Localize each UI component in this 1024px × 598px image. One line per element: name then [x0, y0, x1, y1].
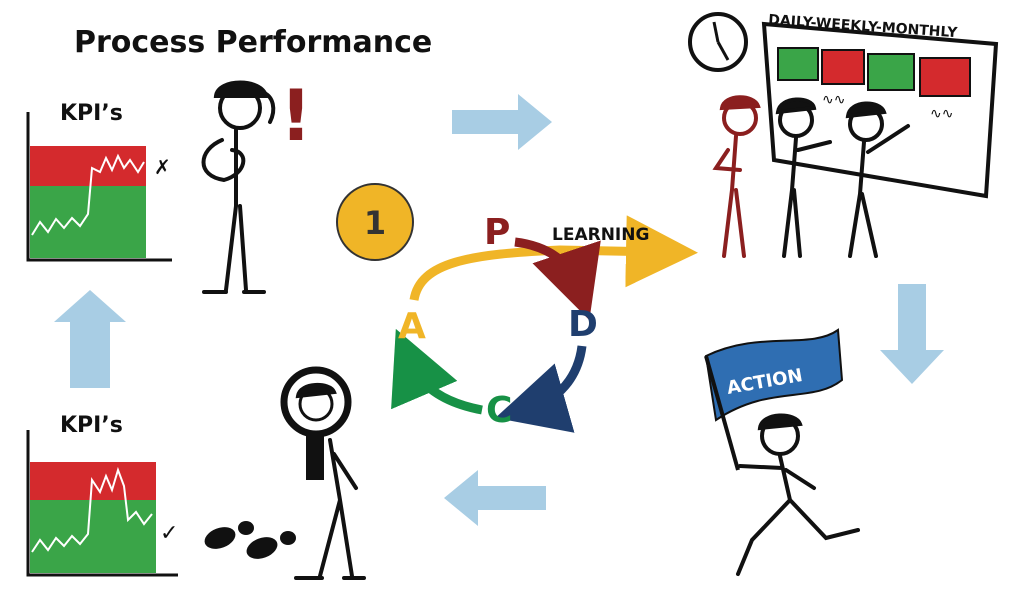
investigator-person: [284, 370, 364, 578]
board-scribble-1: ∿∿: [822, 92, 845, 108]
team-person-red: [716, 97, 758, 256]
thinking-person: [204, 83, 274, 293]
board-cell-1: [778, 48, 818, 80]
pdca-do-letter: D: [568, 304, 598, 345]
kpi-top-fail-mark: ✗: [154, 155, 171, 179]
kpi-bottom-label: KPI’s: [60, 413, 123, 438]
kpi-chart-bottom: KPI’s ✓: [28, 413, 178, 575]
kpi-top-red-zone: [30, 146, 146, 186]
kpi-bottom-pass-mark: ✓: [160, 521, 178, 546]
board-cell-3: [868, 54, 914, 90]
learning-label: LEARNING: [552, 225, 649, 245]
do-to-check-arrow: [530, 346, 582, 408]
pdca-cycle: P D C A LEARNING: [398, 212, 662, 431]
board-cell-2: [822, 50, 864, 84]
pdca-plan-letter: P: [484, 212, 510, 253]
kpi-top-label: KPI’s: [60, 101, 123, 126]
arrow-right-icon: [452, 94, 552, 150]
clock-icon: [690, 14, 746, 70]
page-title: Process Performance: [74, 25, 432, 60]
action-person: [738, 415, 858, 574]
learning-arrow: [414, 250, 662, 300]
board-cell-4: [920, 58, 970, 96]
arrow-down-icon: [880, 284, 944, 384]
step-number: 1: [364, 204, 386, 242]
pdca-act-letter: A: [398, 306, 426, 347]
footprints-icon: [202, 521, 296, 563]
kpi-bottom-green-zone: [30, 500, 156, 573]
arrow-up-icon: [54, 290, 126, 388]
board-scribble-2: ∿∿: [930, 106, 953, 122]
arrow-left-icon: [444, 470, 546, 526]
alert-exclamation-icon: !: [280, 75, 312, 157]
pdca-check-letter: C: [486, 390, 512, 431]
check-to-act-arrow: [410, 362, 482, 410]
kpi-top-green-zone: [30, 186, 146, 258]
kpi-chart-top: KPI’s ✗: [28, 101, 172, 260]
step-badge: 1: [337, 184, 413, 260]
